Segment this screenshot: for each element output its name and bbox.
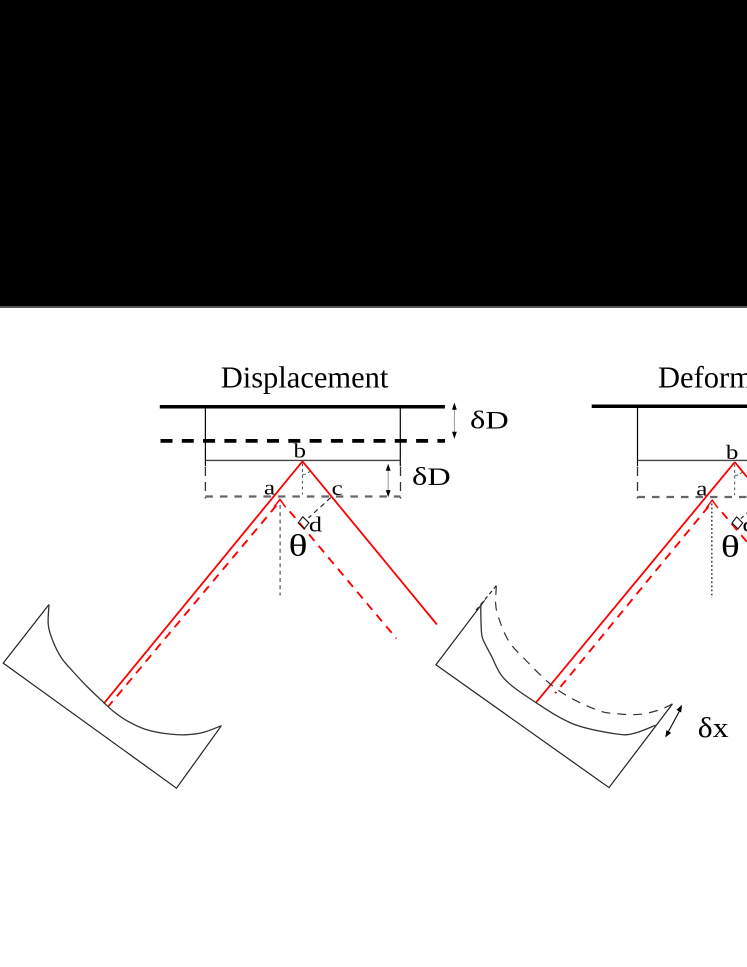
svg-text:Displacement: Displacement xyxy=(221,360,389,394)
svg-text:θ: θ xyxy=(721,528,740,563)
svg-text:b: b xyxy=(726,442,738,464)
svg-text:d: d xyxy=(743,514,747,537)
svg-text:δx: δx xyxy=(698,713,729,744)
svg-text:d: d xyxy=(309,514,322,537)
svg-text:a: a xyxy=(696,478,707,500)
svg-text:δD: δD xyxy=(470,407,509,435)
svg-text:δD: δD xyxy=(412,464,451,492)
svg-text:c: c xyxy=(332,477,343,499)
svg-text:a: a xyxy=(264,477,275,499)
svg-text:b: b xyxy=(294,440,306,462)
svg-text:θ: θ xyxy=(289,528,308,563)
svg-text:Deformation: Deformation xyxy=(658,360,747,394)
